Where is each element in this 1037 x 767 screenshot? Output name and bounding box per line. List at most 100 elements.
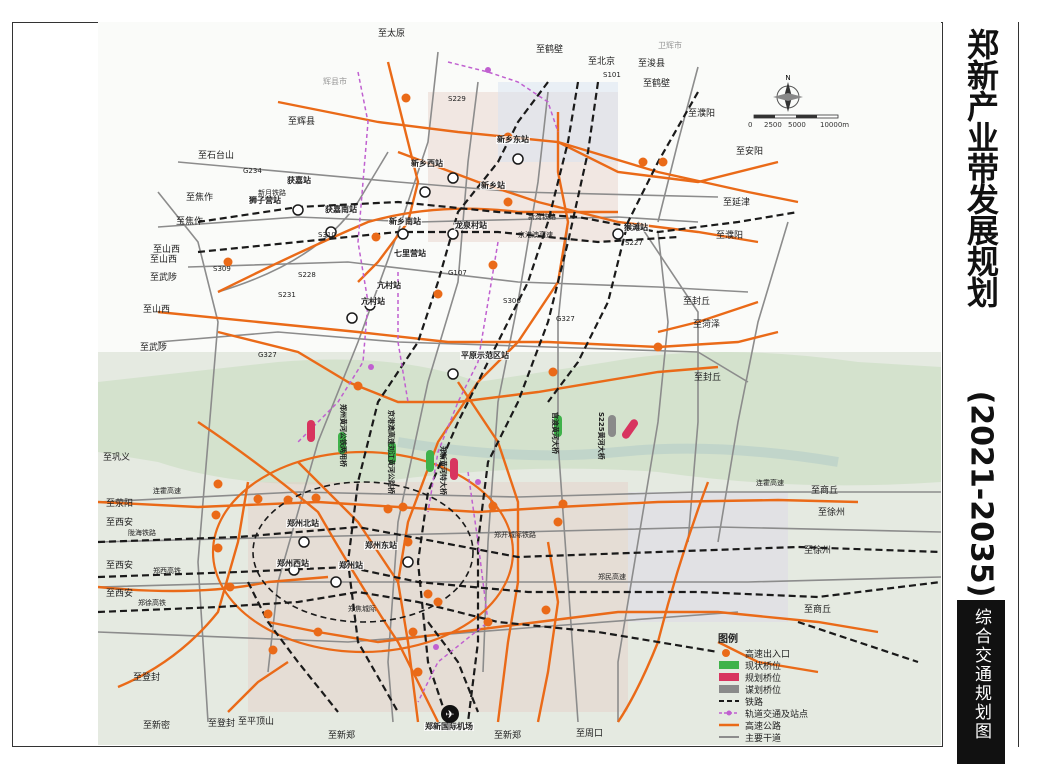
map-svg[interactable]: ✈ N [98,22,941,745]
rail-transit-station[interactable] [433,644,439,650]
destination-label: 至封丘 [683,297,711,307]
station-label: 郑州北站 [286,519,320,528]
station-xinxiang-south[interactable] [397,228,409,240]
place-label: 卫辉市 [658,41,682,50]
destination-label: 至山西 [143,305,171,315]
bridge-markers [307,415,639,480]
station-longquancun[interactable] [447,228,459,240]
station-label: 新乡东站 [496,135,530,144]
station-pingyuan[interactable] [447,368,459,380]
highway-interchange[interactable] [423,589,433,599]
destination-label: 至山西 [150,255,178,265]
highway-interchange[interactable] [223,257,233,267]
destination-label: 至新密 [143,721,171,731]
legend-item-rail-transit: 轨道交通及站点 [718,707,838,720]
highway-interchange[interactable] [353,381,363,391]
highway-interchange[interactable] [653,342,663,352]
bridge-existing[interactable] [338,432,346,454]
legend-label: 规划桥位 [745,673,782,684]
destination-label: 至平顶山 [238,717,275,727]
station-xinxiang-east[interactable] [512,153,524,165]
station-zhengzhou-east[interactable] [402,556,414,568]
highway-interchange[interactable] [213,479,223,489]
highway-interchange[interactable] [213,543,223,553]
legend-item-interchange: 高速出入口 [718,647,838,660]
road-label: 连霍高速 [153,487,181,495]
bridge-planned[interactable] [620,418,639,441]
highway-interchange[interactable] [268,645,278,655]
highway-interchange[interactable] [398,502,408,512]
station-zhengzhou-north[interactable] [298,536,310,548]
station-huojia-south[interactable] [325,226,337,238]
station-zhengzhou[interactable] [330,576,342,588]
yellow-river [397,437,839,467]
highway-interchange[interactable] [413,667,423,677]
bridge-existing[interactable] [388,442,396,464]
bridge-planned[interactable] [307,420,315,442]
highway-interchange[interactable] [503,197,513,207]
zhengzhou-rail-ring [252,481,474,623]
bridge-planned[interactable] [450,458,458,480]
station-xinxiang-west[interactable] [419,186,431,198]
rail-transit-stations [368,67,491,650]
highway-interchange[interactable] [483,617,493,627]
scale-label-0: 0 [748,121,753,129]
destination-label: 至新郑 [328,731,356,741]
road-label: S229 [448,95,466,103]
zhengdong-urban-area [628,492,788,622]
bridge-label: 京港澳高速刘江黄河公路桥 [387,410,395,494]
bridge-existing[interactable] [554,415,562,437]
bridge-label: 郑州黄河公铁两用桥 [339,404,347,467]
highway-interchange[interactable] [541,605,551,615]
scale-label-5000: 5000 [788,121,806,129]
highway-interchange[interactable] [488,260,498,270]
highway-interchange[interactable] [371,232,381,242]
destination-label: 至濮阳 [716,231,744,241]
highway-interchange[interactable] [225,582,235,592]
highway-interchange[interactable] [433,289,443,299]
subtitle-box: 综合交通规划图 [957,600,1005,764]
highway-interchange[interactable] [403,537,413,547]
railways [98,81,941,723]
station-kangcun-2[interactable] [346,312,358,324]
road-label: S227 [625,239,643,247]
highway-interchange[interactable] [311,493,321,503]
highway-interchange[interactable] [263,609,273,619]
highway-interchange[interactable] [283,495,293,505]
station-xinxiang[interactable] [447,172,459,184]
airport-symbol[interactable]: ✈ [441,705,459,723]
highway-interchange[interactable] [488,501,498,511]
planned-bridge-icon [718,672,740,682]
road-label: G327 [258,351,277,359]
destination-label: 至焦作 [176,217,204,227]
destination-label: 至菏泽 [693,320,721,330]
bridge-proposed[interactable] [608,415,616,437]
highway-interchange[interactable] [638,157,648,167]
highway-interchange[interactable] [313,627,323,637]
legend-label: 高速出入口 [745,649,791,660]
highway-interchange[interactable] [558,499,568,509]
bridge-label: 郑新黄河特大桥 [439,446,447,495]
highway-interchange[interactable] [211,510,221,520]
highway-interchange[interactable] [408,627,418,637]
rail-transit-station[interactable] [485,67,491,73]
highway-interchange[interactable] [253,494,263,504]
road-label: G107 [448,269,467,277]
destination-label: 至延津 [723,198,751,208]
highway-interchange[interactable] [401,93,411,103]
map-area[interactable]: ✈ N 0 2500 5000 10000m 至太原至鹤壁至北京至浚县至鹤壁至濮… [98,22,941,745]
highway-interchange[interactable] [433,597,443,607]
highway-interchange[interactable] [383,504,393,514]
destination-label: 至石台山 [198,151,235,161]
destination-label: 至鹤壁 [536,45,564,55]
station-houtan[interactable] [612,228,624,240]
highway-interchange[interactable] [553,517,563,527]
legend: 图例 高速出入口 现状桥位 规划桥位 谋划桥位 铁路 轨道交通及站点 高速公路 [718,630,838,744]
zhengzhou-urban-area [248,482,628,712]
station-huojia[interactable] [292,204,304,216]
rail-transit-station[interactable] [475,479,481,485]
bridge-existing[interactable] [426,450,434,472]
highway-interchange[interactable] [658,157,668,167]
rail-transit-station[interactable] [368,364,374,370]
highway-interchange[interactable] [548,367,558,377]
